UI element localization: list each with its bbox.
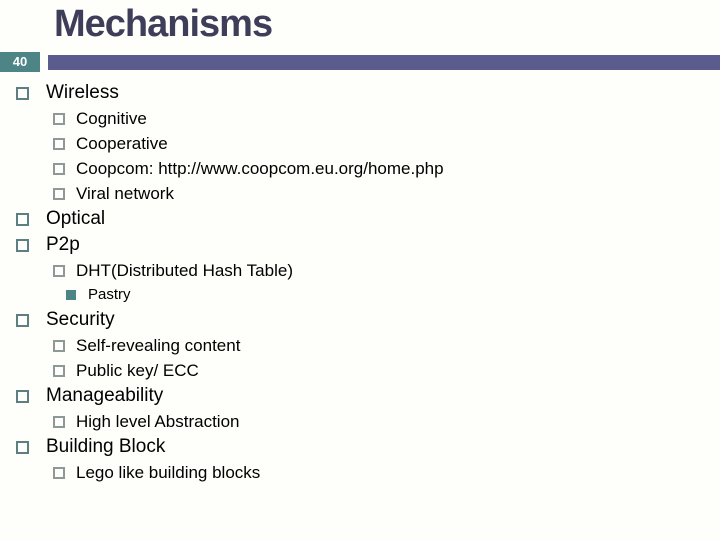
list-item: Security bbox=[0, 307, 720, 333]
list-item: Viral network bbox=[0, 181, 720, 206]
bullet-square-icon bbox=[53, 467, 65, 479]
list-item-text: High level Abstraction bbox=[76, 412, 240, 431]
list-item: P2p bbox=[0, 232, 720, 258]
list-item: Coopcom: http://www.coopcom.eu.org/home.… bbox=[0, 156, 720, 181]
bullet-filled-square-icon bbox=[66, 290, 76, 300]
list-item: Self-revealing content bbox=[0, 333, 720, 358]
list-item-text: Security bbox=[46, 309, 115, 330]
list-item: Manageability bbox=[0, 383, 720, 409]
bullet-square-icon bbox=[53, 138, 65, 150]
list-item-text: Coopcom: http://www.coopcom.eu.org/home.… bbox=[76, 159, 444, 178]
bullet-square-icon bbox=[53, 365, 65, 377]
bullet-square-icon bbox=[53, 188, 65, 200]
list-item-text: P2p bbox=[46, 234, 80, 255]
list-item: Public key/ ECC bbox=[0, 358, 720, 383]
list-item-text: Cooperative bbox=[76, 134, 168, 153]
list-item-text: Optical bbox=[46, 208, 106, 229]
list-item: Pastry bbox=[0, 283, 720, 307]
bullet-square-icon bbox=[53, 265, 65, 277]
list-item: Lego like building blocks bbox=[0, 460, 720, 485]
bullet-square-icon bbox=[16, 239, 29, 252]
list-item-text: Pastry bbox=[88, 286, 131, 303]
list-item-text: Viral network bbox=[76, 184, 174, 203]
bullet-square-icon bbox=[53, 340, 65, 352]
list-item: Optical bbox=[0, 206, 720, 232]
bullet-square-icon bbox=[53, 113, 65, 125]
bullet-square-icon bbox=[16, 441, 29, 454]
list-item-text: Wireless bbox=[46, 82, 119, 103]
list-item-text: Self-revealing content bbox=[76, 336, 241, 355]
list-item: Cooperative bbox=[0, 131, 720, 156]
bullet-square-icon bbox=[53, 416, 65, 428]
list-item-text: DHT(Distributed Hash Table) bbox=[76, 261, 293, 280]
header-bar bbox=[48, 55, 720, 70]
list-item-text: Lego like building blocks bbox=[76, 463, 261, 482]
bullet-square-icon bbox=[16, 390, 29, 403]
list-item: DHT(Distributed Hash Table) bbox=[0, 258, 720, 283]
bullet-square-icon bbox=[53, 163, 65, 175]
list-item: High level Abstraction bbox=[0, 409, 720, 434]
list-item: Cognitive bbox=[0, 106, 720, 131]
list-item-text: Cognitive bbox=[76, 109, 147, 128]
list-item: Wireless bbox=[0, 80, 720, 106]
list-item-text: Public key/ ECC bbox=[76, 361, 199, 380]
list-item: Building Block bbox=[0, 434, 720, 460]
bullet-square-icon bbox=[16, 213, 29, 226]
bullet-square-icon bbox=[16, 87, 29, 100]
list-item-text: Manageability bbox=[46, 385, 164, 406]
bullet-square-icon bbox=[16, 314, 29, 327]
slide-title: Mechanisms bbox=[54, 3, 273, 45]
slide-number-badge: 40 bbox=[0, 52, 40, 72]
list-item-text: Building Block bbox=[46, 436, 166, 457]
